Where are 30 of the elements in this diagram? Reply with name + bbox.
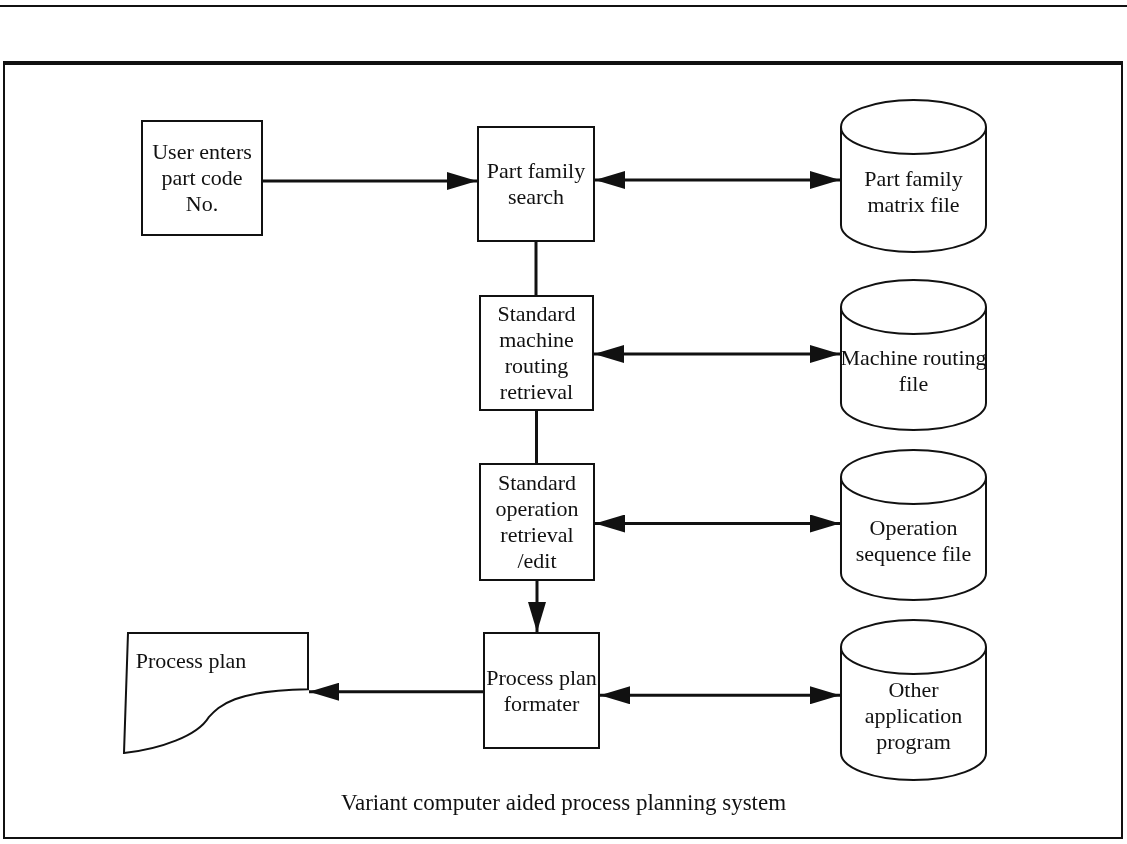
node-label: Standard operation retrieval /edit	[494, 470, 580, 574]
process-box	[141, 120, 263, 236]
node-label: Process plan	[135, 648, 247, 674]
connector-line	[534, 242, 538, 295]
document-shape	[123, 632, 309, 754]
node-label: Machine routing file	[840, 344, 987, 397]
database-cylinder	[840, 100, 987, 252]
process-box	[477, 126, 595, 242]
node-label: User enters part code No.	[151, 139, 253, 217]
arrow	[600, 686, 840, 705]
arrow	[594, 345, 840, 363]
process-box	[483, 632, 600, 749]
connector-line	[535, 411, 538, 463]
node-label: Part family search	[485, 158, 587, 210]
node-label: Standard machine routing retrieval	[496, 301, 577, 405]
process-box	[479, 295, 594, 411]
node-label: Process plan formater	[485, 664, 598, 717]
caption: Variant computer aided process planning system	[340, 790, 787, 816]
database-cylinder	[840, 280, 987, 430]
arrow	[595, 171, 840, 189]
arrow	[263, 172, 477, 190]
database-cylinder	[840, 450, 987, 600]
arrow	[595, 514, 840, 533]
node-label: Part family matrix file	[863, 165, 964, 218]
node-label: Other application program	[863, 676, 964, 755]
process-box	[479, 463, 595, 581]
node-label: Operation sequence file	[854, 514, 973, 567]
arrow	[309, 682, 483, 701]
database-cylinder	[840, 620, 987, 780]
arrow	[528, 581, 546, 632]
